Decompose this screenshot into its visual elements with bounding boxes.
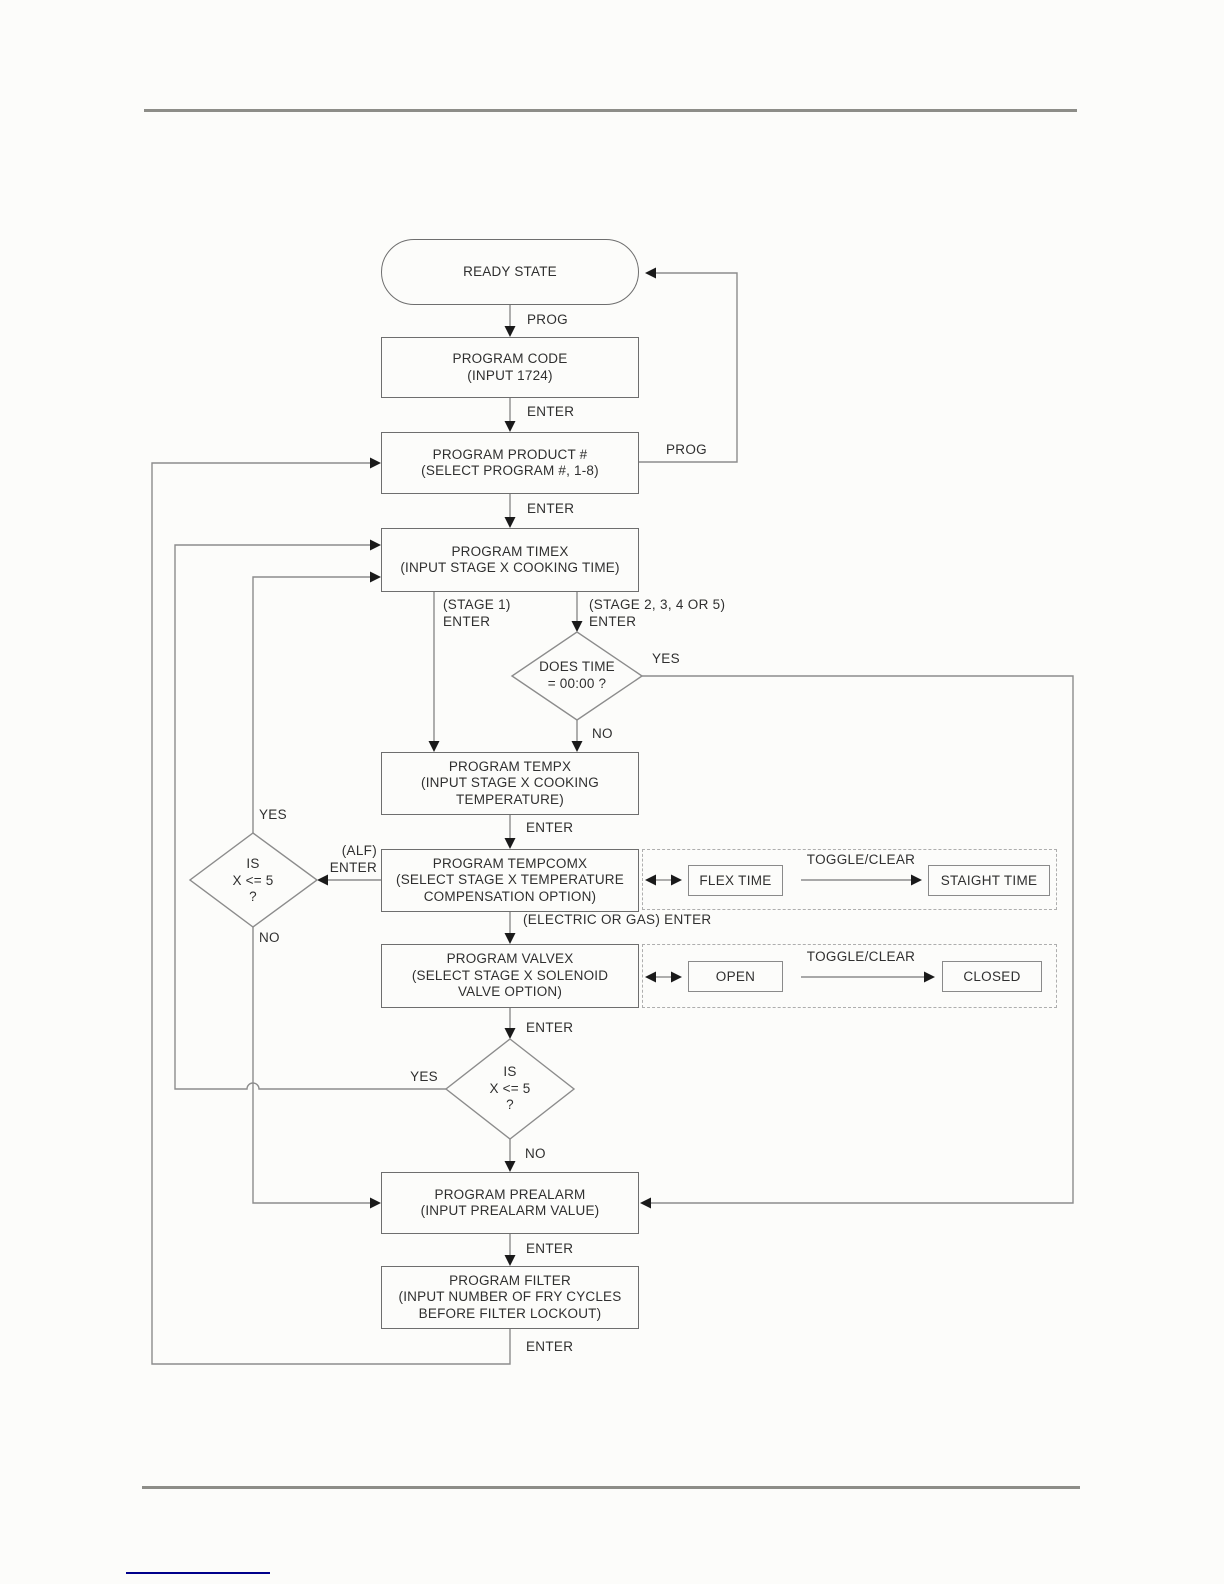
edge-label-stage1-line1: (STAGE 1) (443, 597, 511, 612)
node-program-filter: PROGRAM FILTER (INPUT NUMBER OF FRY CYCL… (381, 1266, 639, 1329)
node-program-tempx-line2: (INPUT STAGE X COOKING (421, 775, 599, 791)
node-program-valvex-line3: VALVE OPTION) (457, 984, 563, 1000)
bottom-page-rule (142, 1486, 1080, 1489)
node-program-product-line1: PROGRAM PRODUCT # (432, 446, 588, 462)
node-program-tempx-line1: PROGRAM TEMPX (448, 758, 572, 774)
decision-does-time-line2: = 00:00 ? (547, 675, 607, 691)
node-program-tempcomx-line1: PROGRAM TEMPCOMX (432, 855, 588, 871)
node-program-prealarm-line2: (INPUT PREALARM VALUE) (420, 1203, 600, 1218)
node-program-timex-line1: PROGRAM TIMEX (451, 543, 569, 559)
node-program-tempcomx-line2: (SELECT STAGE X TEMPERATURE (396, 872, 624, 888)
node-program-filter-line2: (INPUT NUMBER OF FRY CYCLES (398, 1289, 622, 1305)
node-program-valvex-line2: (SELECT STAGE X SOLENOID (411, 967, 609, 983)
edge-label-no-bottom: NO (525, 1146, 546, 1161)
node-ready-state-label: READY STATE (463, 263, 557, 279)
edge-label-enter-code: ENTER (527, 404, 575, 419)
node-ready-state: READY STATE (381, 239, 639, 305)
node-program-tempx-line3: TEMPERATURE) (456, 791, 564, 807)
node-program-filter-line3: BEFORE FILTER LOCKOUT) (418, 1305, 602, 1321)
node-program-prealarm: PROGRAM PREALARM (INPUT PREALARM VALUE) (381, 1172, 639, 1234)
edge-label-alf-line1: (ALF) (341, 843, 377, 858)
decision-is-x-le5-left-text: IS X <= 5 ? (188, 856, 318, 906)
edge-label-prog-to-code: PROG (527, 312, 568, 327)
option-staight-time: STAIGHT TIME (928, 865, 1050, 896)
node-program-valvex-line1: PROGRAM VALVEX (446, 951, 574, 967)
node-program-valvex: PROGRAM VALVEX (SELECT STAGE X SOLENOID … (381, 944, 639, 1008)
edge-label-alf-enter: (ALF) ENTER (300, 842, 377, 876)
edge-label-stage1: (STAGE 1) ENTER (443, 596, 511, 630)
decision-does-time-line1: DOES TIME (539, 659, 615, 674)
node-program-product: PROGRAM PRODUCT # (SELECT PROGRAM #, 1-8… (381, 432, 639, 494)
edge-label-no-time: NO (592, 726, 613, 741)
node-program-prealarm-line1: PROGRAM PREALARM (434, 1186, 586, 1202)
footer-link-rule (126, 1572, 270, 1574)
edge-label-electric-gas: (ELECTRIC OR GAS) ENTER (523, 912, 712, 927)
edge-label-yes-bottom: YES (410, 1069, 438, 1084)
decision-does-time-text: DOES TIME = 00:00 ? (512, 659, 642, 692)
node-program-tempcomx-line3: COMPENSATION OPTION) (423, 888, 597, 904)
option-closed-label: CLOSED (963, 969, 1021, 984)
node-program-code-line1: PROGRAM CODE (452, 351, 568, 366)
option-flex-time: FLEX TIME (688, 865, 783, 896)
top-page-rule (144, 109, 1077, 112)
edge-label-stage1-line2: ENTER (443, 614, 491, 629)
decision-bottom-line2: X <= 5 (489, 1080, 531, 1096)
edge-label-yes-time: YES (652, 651, 680, 666)
edge-label-alf-line2: ENTER (329, 860, 377, 875)
decision-bottom-line1: IS (503, 1064, 517, 1079)
tempcom-options-group (642, 849, 1057, 910)
edge-label-stage2345: (STAGE 2, 3, 4 OR 5) ENTER (589, 596, 725, 630)
decision-is-x-le5-bottom-shape (444, 1038, 576, 1140)
decision-is-x-le5-left-shape (188, 832, 319, 928)
connector-lines (151, 272, 1074, 1365)
decision-left-line2: X <= 5 (232, 872, 274, 888)
edge-label-toggle-clear-valve: TOGGLE/CLEAR (806, 949, 916, 964)
decision-is-x-le5-bottom-text: IS X <= 5 ? (445, 1064, 575, 1114)
option-flex-time-label: FLEX TIME (699, 873, 772, 888)
edge-label-stage2345-line1: (STAGE 2, 3, 4 OR 5) (589, 597, 726, 612)
arrowheads (317, 267, 935, 1266)
edge-label-enter-valvex: ENTER (526, 1020, 574, 1035)
option-open: OPEN (688, 961, 783, 992)
edge-label-yes-left: YES (259, 807, 287, 822)
edge-label-enter-filter: ENTER (526, 1339, 574, 1354)
decision-left-line3: ? (249, 889, 257, 904)
edge-label-stage2345-line2: ENTER (589, 614, 637, 629)
option-closed: CLOSED (942, 961, 1042, 992)
option-staight-time-label: STAIGHT TIME (940, 873, 1038, 888)
node-program-tempx: PROGRAM TEMPX (INPUT STAGE X COOKING TEM… (381, 752, 639, 815)
edge-label-no-left: NO (259, 930, 280, 945)
node-program-product-line2: (SELECT PROGRAM #, 1-8) (421, 463, 599, 478)
edge-label-prog-loop: PROG (666, 442, 707, 457)
decision-bottom-line3: ? (506, 1097, 514, 1112)
valve-options-group (642, 944, 1057, 1008)
edge-label-enter-prealarm: ENTER (526, 1241, 574, 1256)
node-program-tempcomx: PROGRAM TEMPCOMX (SELECT STAGE X TEMPERA… (381, 849, 639, 912)
edge-label-toggle-clear-time: TOGGLE/CLEAR (806, 852, 916, 867)
node-program-timex-line2: (INPUT STAGE X COOKING TIME) (400, 560, 620, 575)
node-program-code-line2: (INPUT 1724) (467, 367, 553, 383)
decision-left-line1: IS (246, 856, 260, 871)
node-program-code: PROGRAM CODE (INPUT 1724) (381, 337, 639, 398)
option-open-label: OPEN (715, 969, 756, 984)
decision-does-time-shape (510, 631, 644, 721)
decision-diamonds (188, 631, 644, 1140)
node-program-filter-line1: PROGRAM FILTER (449, 1272, 571, 1288)
edge-label-enter-product: ENTER (527, 501, 575, 516)
edge-label-enter-tempx: ENTER (526, 820, 574, 835)
node-program-timex: PROGRAM TIMEX (INPUT STAGE X COOKING TIM… (381, 528, 639, 592)
